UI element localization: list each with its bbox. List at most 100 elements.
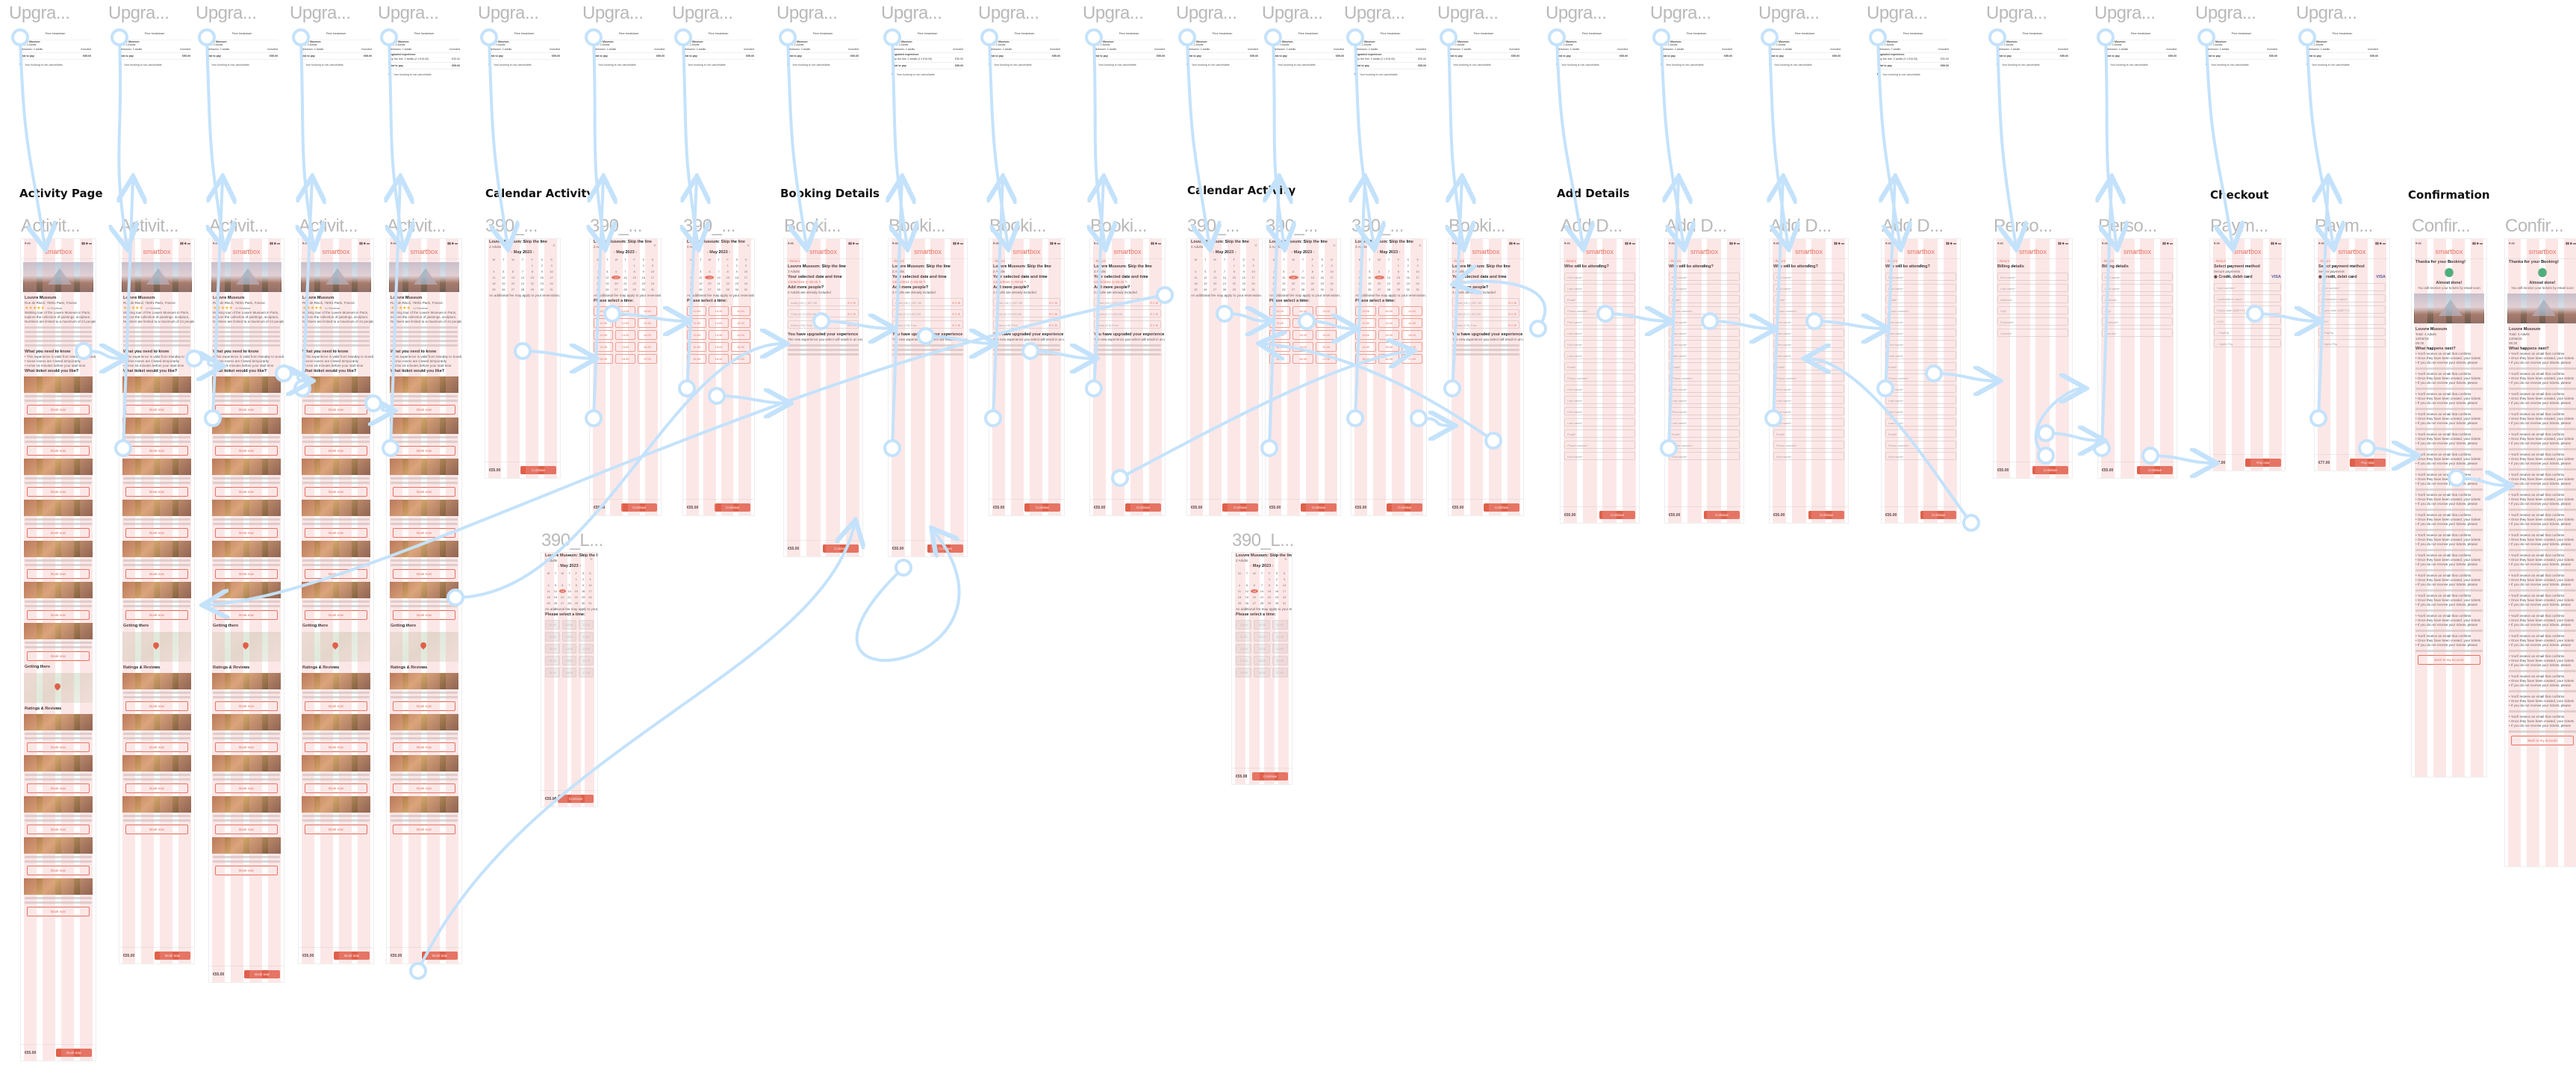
time-slot[interactable]: 16:30 — [1292, 354, 1313, 364]
prev-month-icon[interactable]: ‹ — [1250, 564, 1253, 568]
form-input[interactable]: First name* — [1885, 452, 1956, 460]
calendar-day[interactable]: 15 — [1396, 276, 1401, 279]
calendar-day[interactable]: 21 — [1222, 282, 1227, 285]
form-input[interactable]: Last name* — [1773, 329, 1844, 337]
calendar-day[interactable]: 18 — [1194, 282, 1198, 285]
location-map[interactable] — [302, 632, 370, 662]
calendar-day[interactable]: 10 — [550, 270, 553, 273]
time-slot[interactable]: 11:30 — [687, 318, 707, 328]
calendar-day[interactable]: 17 — [1251, 276, 1255, 279]
time-slot[interactable]: 17:00 — [579, 668, 594, 677]
continue-button[interactable]: Continue — [823, 544, 859, 553]
calendar-day[interactable]: 26 — [553, 601, 558, 605]
close-icon[interactable]: × — [552, 243, 556, 249]
calendar-day[interactable]: 25 — [1194, 288, 1198, 291]
stepper-controls[interactable]: ⊖ 0 ⊕ — [1508, 301, 1516, 305]
calendar-day[interactable]: 28 — [717, 288, 721, 291]
calendar-day[interactable]: 31 — [650, 288, 655, 291]
calendar-day[interactable]: 1 — [575, 577, 577, 581]
calendar-day[interactable]: 10 — [1416, 270, 1419, 273]
select-ticket-button[interactable]: Book now — [305, 487, 367, 497]
calendar-day[interactable]: 27 — [1213, 288, 1217, 291]
card-input[interactable]: CVV* — [2214, 317, 2281, 325]
calendar-day[interactable]: 2 — [1242, 264, 1245, 267]
select-ticket-button[interactable]: Book now — [27, 783, 90, 793]
select-ticket-button[interactable]: Book now — [393, 446, 455, 456]
calendar-day[interactable]: 10 — [588, 583, 592, 587]
form-input[interactable]: Phone number* — [1885, 306, 1956, 314]
select-ticket-button[interactable]: Book now — [393, 701, 455, 711]
calendar-day[interactable]: 3 — [1252, 264, 1254, 267]
time-slot[interactable]: 14:00 — [1401, 330, 1422, 340]
select-ticket-button[interactable]: Book now — [125, 825, 188, 834]
continue-button[interactable]: Continue — [1808, 511, 1844, 519]
form-input[interactable]: First name* — [1773, 340, 1844, 348]
time-slot[interactable]: 12:00 — [1378, 318, 1399, 328]
calendar-day[interactable]: 27 — [708, 288, 712, 291]
calendar-day[interactable]: 2 — [1321, 264, 1323, 267]
frame-label[interactable]: Add D... — [1882, 216, 1944, 236]
form-input[interactable]: Email* — [1564, 362, 1635, 370]
reviews-count[interactable]: 11 Reviews — [412, 306, 429, 310]
form-input[interactable]: First name* — [1564, 317, 1635, 326]
calendar-day[interactable]: 24 — [650, 282, 655, 285]
calendar-day[interactable]: 23 — [1242, 282, 1245, 285]
calendar-day[interactable]: 1 — [1397, 264, 1399, 267]
calendar-day[interactable]: 30 — [581, 601, 585, 605]
calendar-day[interactable]: 23 — [735, 282, 738, 285]
close-icon[interactable]: × — [1418, 243, 1422, 249]
calendar-day[interactable]: 8 — [531, 270, 533, 273]
frame-label[interactable]: Activit... — [119, 216, 179, 236]
close-icon[interactable]: × — [589, 557, 593, 562]
calendar-day[interactable]: 21 — [520, 282, 525, 285]
frame-label-upgrade[interactable]: Upgra... — [2195, 3, 2256, 23]
calendar-day[interactable]: 24 — [550, 282, 553, 285]
form-input[interactable]: Phone number* — [1669, 441, 1740, 449]
calendar-day[interactable]: 13 — [511, 276, 515, 279]
form-input[interactable]: First name* — [1564, 273, 1635, 281]
time-slot[interactable]: 16:00 — [1269, 354, 1290, 364]
calendar-day[interactable]: 22 — [632, 282, 636, 285]
select-ticket-button[interactable]: Book now — [215, 866, 278, 875]
select-ticket-button[interactable]: Book now — [125, 405, 188, 415]
form-input[interactable]: Last name* — [1669, 329, 1740, 337]
smartbox-logo[interactable]: smartbox — [1770, 247, 1848, 259]
select-ticket-button[interactable]: Book now — [215, 405, 278, 415]
form-input[interactable]: Email* — [1564, 429, 1635, 438]
edit-icon[interactable]: ✎ — [1482, 280, 1487, 284]
continue-button[interactable]: Continue — [2137, 466, 2173, 474]
calendar-day[interactable]: 15 — [530, 276, 535, 279]
form-input[interactable]: Country* — [2102, 329, 2173, 337]
calendar-day[interactable]: 27 — [560, 601, 564, 605]
continue-button[interactable]: Continue — [1024, 503, 1060, 512]
time-slot[interactable]: 16:30 — [1378, 354, 1399, 364]
location-map[interactable] — [24, 673, 93, 703]
form-input[interactable]: Phone number* — [1669, 306, 1740, 314]
next-month-icon[interactable]: › — [634, 250, 638, 255]
smartbox-logo[interactable]: smartbox — [2098, 247, 2177, 259]
select-ticket-button[interactable]: Book now — [305, 825, 367, 834]
time-slot[interactable]: 15:00 — [709, 342, 729, 352]
calendar-day[interactable]: 3 — [744, 264, 747, 267]
calendar-day[interactable]: 5 — [1283, 270, 1285, 273]
frame-label[interactable]: Activit... — [209, 216, 269, 236]
calendar-day[interactable]: 17 — [1416, 276, 1419, 279]
time-slot[interactable]: 15:30 — [730, 342, 750, 352]
smartbox-logo[interactable]: smartbox — [784, 247, 862, 259]
time-slot[interactable]: 10:30 — [1254, 620, 1270, 630]
time-slot[interactable]: 11:00 — [1316, 306, 1337, 316]
time-slot[interactable]: 14:00 — [1272, 644, 1288, 654]
calendar-day[interactable]: 11 — [596, 276, 600, 279]
calendar-day[interactable]: 7 — [624, 270, 626, 273]
calendar-day[interactable]: 14 — [1222, 276, 1227, 279]
calendar-day[interactable]: 19 — [502, 282, 505, 285]
calendar-day[interactable]: 23 — [1320, 282, 1324, 285]
calendar-day[interactable]: 26 — [1245, 601, 1249, 605]
stepper-controls[interactable]: ⊖ 0 ⊕ — [847, 312, 856, 316]
calendar-day[interactable]: 17 — [588, 589, 592, 593]
form-input[interactable]: Last name* — [1773, 351, 1844, 359]
frame-label[interactable]: Activit... — [21, 216, 81, 236]
form-input[interactable]: Last name* — [1669, 351, 1740, 359]
calendar-day[interactable]: 5 — [554, 583, 557, 587]
stepper-controls[interactable]: ⊖ 0 ⊕ — [1508, 312, 1516, 316]
